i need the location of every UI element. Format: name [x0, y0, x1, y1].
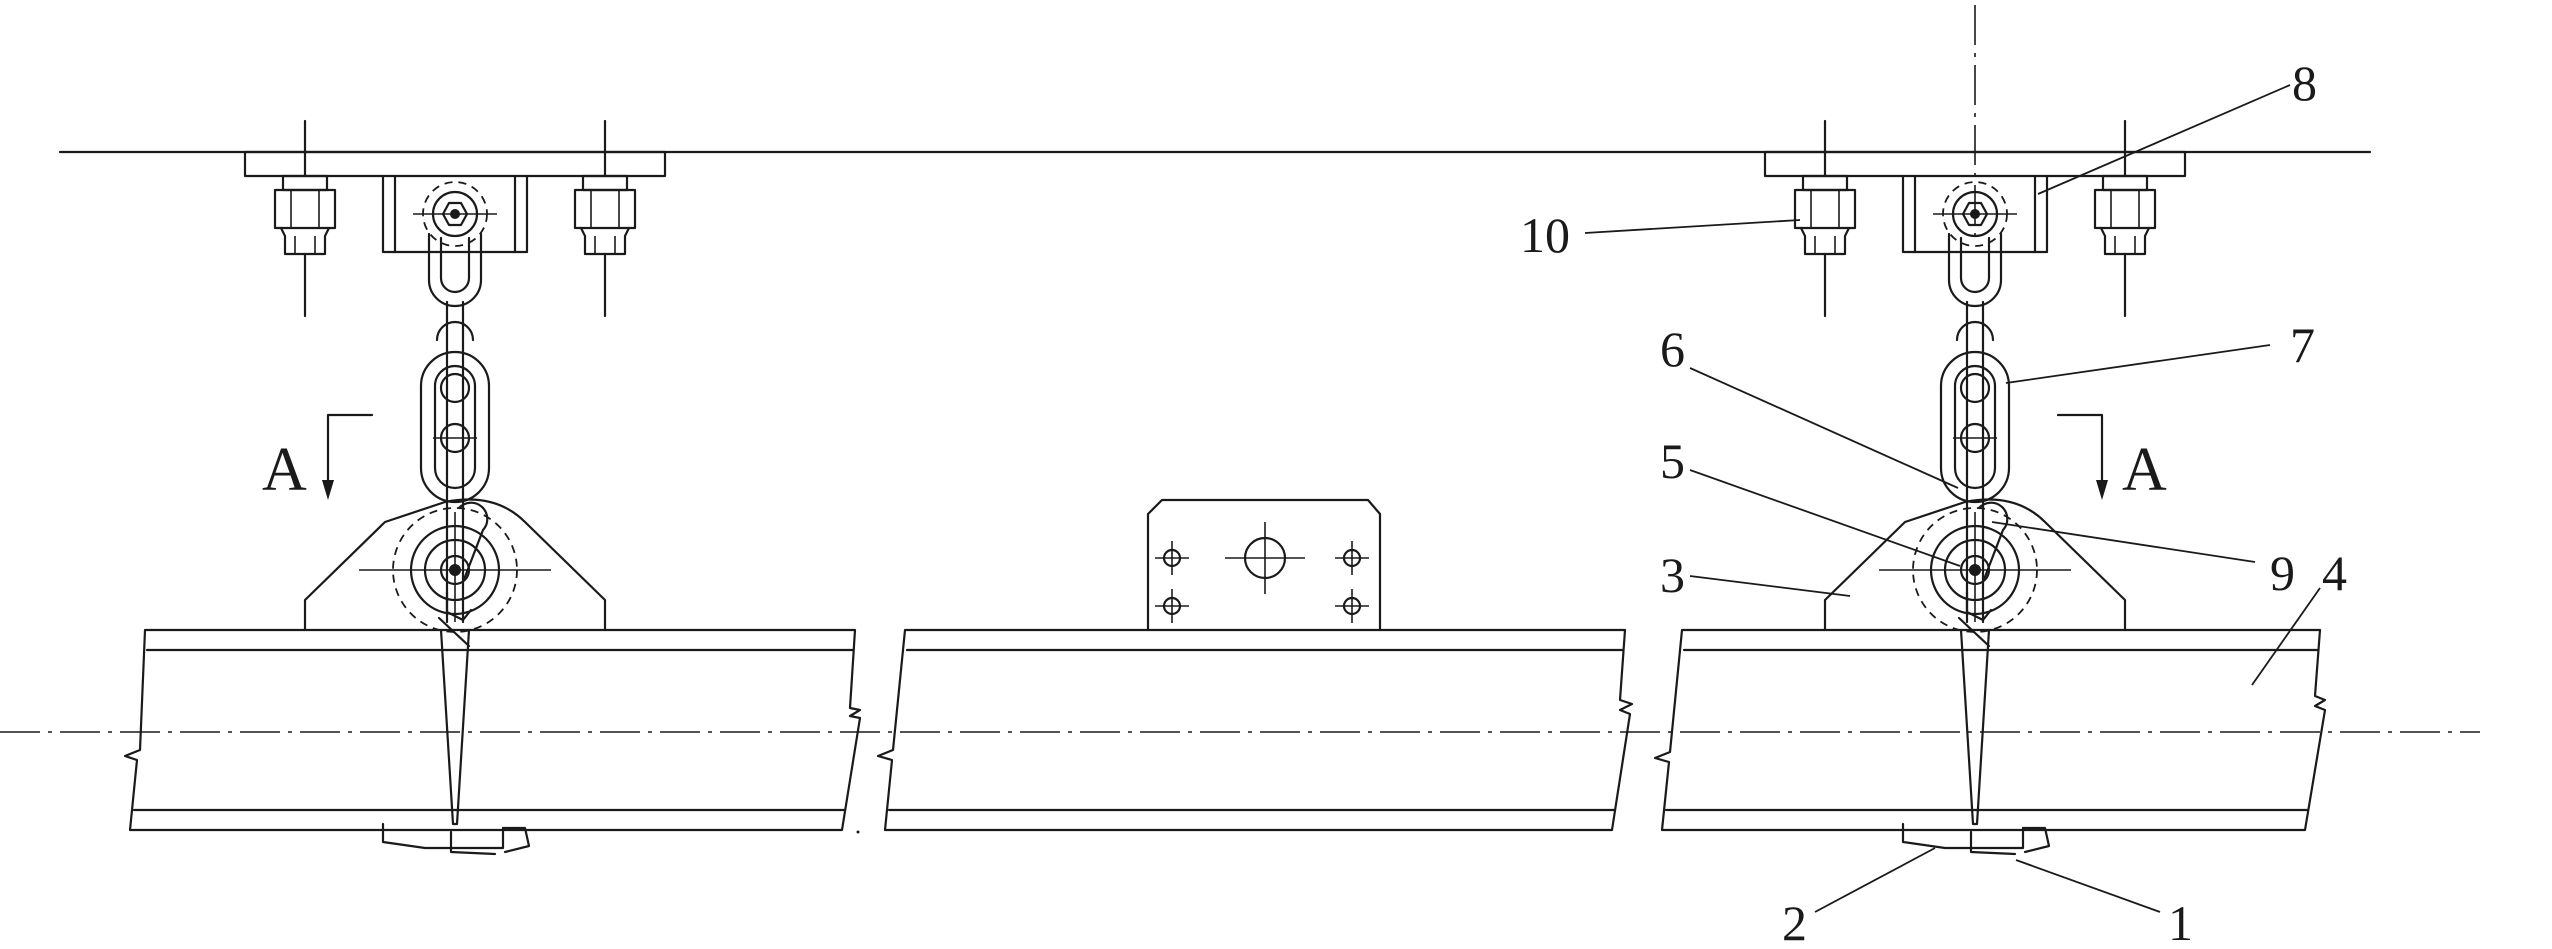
stray-dot: [856, 830, 860, 834]
hanger-assembly-left: [245, 121, 665, 854]
leader-4: [2251, 587, 2321, 686]
leader-2: [1814, 847, 1936, 913]
label-3: 3: [1660, 547, 1685, 603]
label-6: 6: [1660, 321, 1685, 377]
label-2: 2: [1782, 895, 1807, 949]
leader-1: [2015, 859, 2161, 913]
section-mark-right: A: [2056, 413, 2167, 504]
leader-7: [2005, 344, 2271, 384]
label-10: 10: [1520, 207, 1570, 263]
leader-10: [1584, 219, 1801, 234]
splice-plate: [1146, 498, 1382, 632]
label-5: 5: [1660, 433, 1685, 489]
leader-9: [1991, 521, 2256, 563]
label-7: 7: [2290, 317, 2315, 373]
section-letter-left: A: [262, 436, 307, 504]
label-1: 1: [2168, 895, 2193, 949]
label-4: 4: [2322, 545, 2347, 601]
rail-segment-left: [123, 628, 862, 832]
leader-6: [1689, 367, 1959, 489]
rail-segment-middle: [876, 628, 1634, 832]
leader-5: [1689, 469, 1961, 567]
label-8: 8: [2292, 55, 2317, 111]
label-9: 9: [2270, 545, 2295, 601]
leader-3: [1689, 575, 1851, 597]
section-mark-left: A: [262, 413, 374, 504]
rail-segment-right: [1653, 628, 2327, 832]
leader-8: [2037, 84, 2291, 195]
section-letter-right: A: [2122, 436, 2167, 504]
